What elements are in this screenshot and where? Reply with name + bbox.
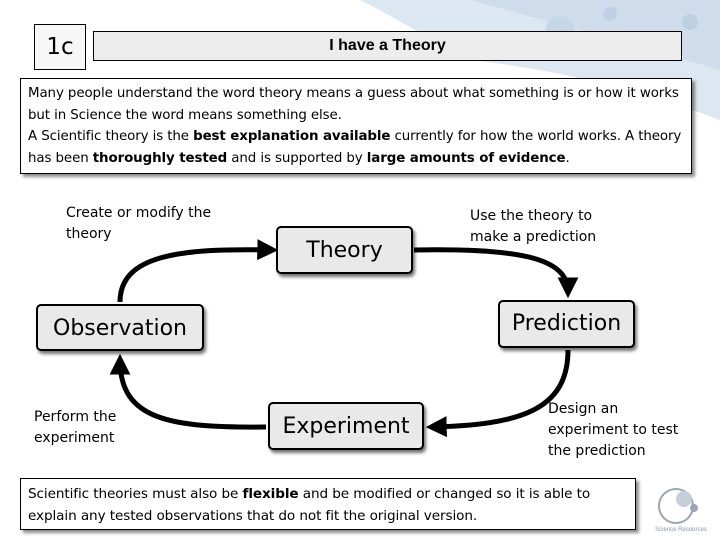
theory-stage: Theory — [276, 226, 413, 274]
intro-text: . — [565, 150, 570, 166]
perform-caption: Perform the experiment — [34, 409, 117, 446]
experiment-stage: Experiment — [268, 402, 424, 450]
intro-text-box: Many people understand the word theory m… — [20, 78, 692, 174]
intro-bold-text: best explanation available — [193, 129, 391, 145]
science-resources-logo-icon: Science Resources — [655, 488, 707, 533]
observation-stage: Observation — [36, 304, 204, 351]
footer-text-box: Scientific theories must also be flexibl… — [20, 478, 636, 530]
observation-label: Observation — [53, 316, 187, 341]
arrow-experiment-to-observation — [109, 353, 267, 430]
footer-text-part: Scientific theories must also be — [28, 486, 243, 502]
create-modify-caption: Create or modify the theory — [66, 205, 212, 242]
page-title: I have a Theory — [93, 31, 682, 61]
design-caption: Design an experiment to test the predict… — [548, 401, 679, 459]
footer-text-part: and be modified or changed so it is able… — [28, 486, 591, 524]
lesson-code-badge: 1c — [34, 24, 86, 70]
intro-text: A Scientific theory is the — [28, 129, 194, 145]
arrow-prediction-to-experiment — [425, 349, 571, 438]
intro-bold-text: thoroughly tested — [92, 150, 228, 166]
experiment-label: Experiment — [282, 414, 410, 439]
intro-line-2: A Scientific theory is the best explanat… — [28, 126, 685, 169]
intro-line-1: Many people understand the word theory m… — [28, 86, 679, 123]
use-theory-caption: Use the theory to make a prediction — [470, 208, 597, 245]
arrow-observation-to-theory — [117, 239, 279, 303]
intro-bold-text: large amounts of evidence — [366, 150, 566, 166]
logo-text: Science Resources — [655, 527, 707, 533]
theory-label: Theory — [306, 238, 383, 263]
footer-bold-text: flexible — [242, 486, 299, 502]
arrow-theory-to-prediction — [413, 247, 579, 299]
prediction-stage: Prediction — [498, 300, 635, 348]
intro-text: currently for how the world works. A the… — [28, 129, 682, 166]
footer-text: Scientific theories must also be flexibl… — [28, 483, 629, 527]
intro-text: and is supported by — [227, 150, 367, 166]
prediction-label: Prediction — [511, 311, 622, 336]
